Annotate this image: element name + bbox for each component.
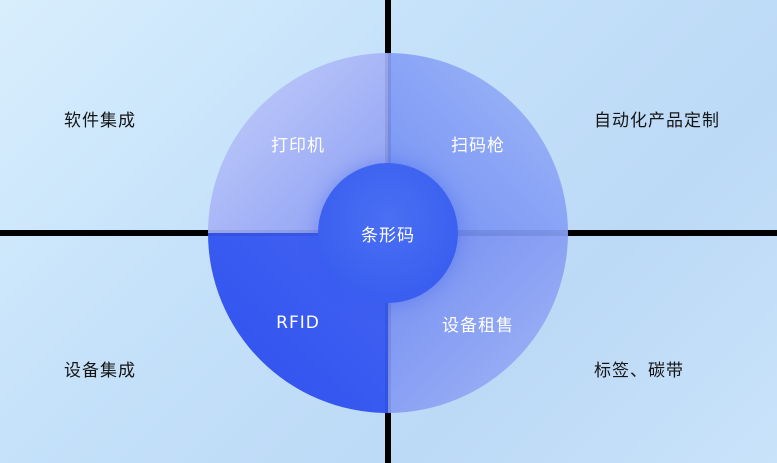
corner-label-bottom-right: 标签、碳带 — [594, 361, 684, 381]
segment-label: RFID — [276, 313, 320, 333]
corner-label-top-right: 自动化产品定制 — [594, 111, 720, 131]
segment-label: 打印机 — [271, 135, 325, 156]
corner-label-bottom-left: 设备集成 — [64, 361, 136, 381]
center-circle-label: 条形码 — [361, 225, 415, 246]
segmented-circle: 打印机 扫码枪 RFID 设备租售 条形码 — [208, 53, 568, 413]
segment-label: 扫码枪 — [451, 135, 505, 156]
corner-label-top-left: 软件集成 — [64, 111, 136, 131]
segment-label: 设备租售 — [442, 315, 514, 336]
center-circle-barcode: 条形码 — [318, 163, 458, 303]
